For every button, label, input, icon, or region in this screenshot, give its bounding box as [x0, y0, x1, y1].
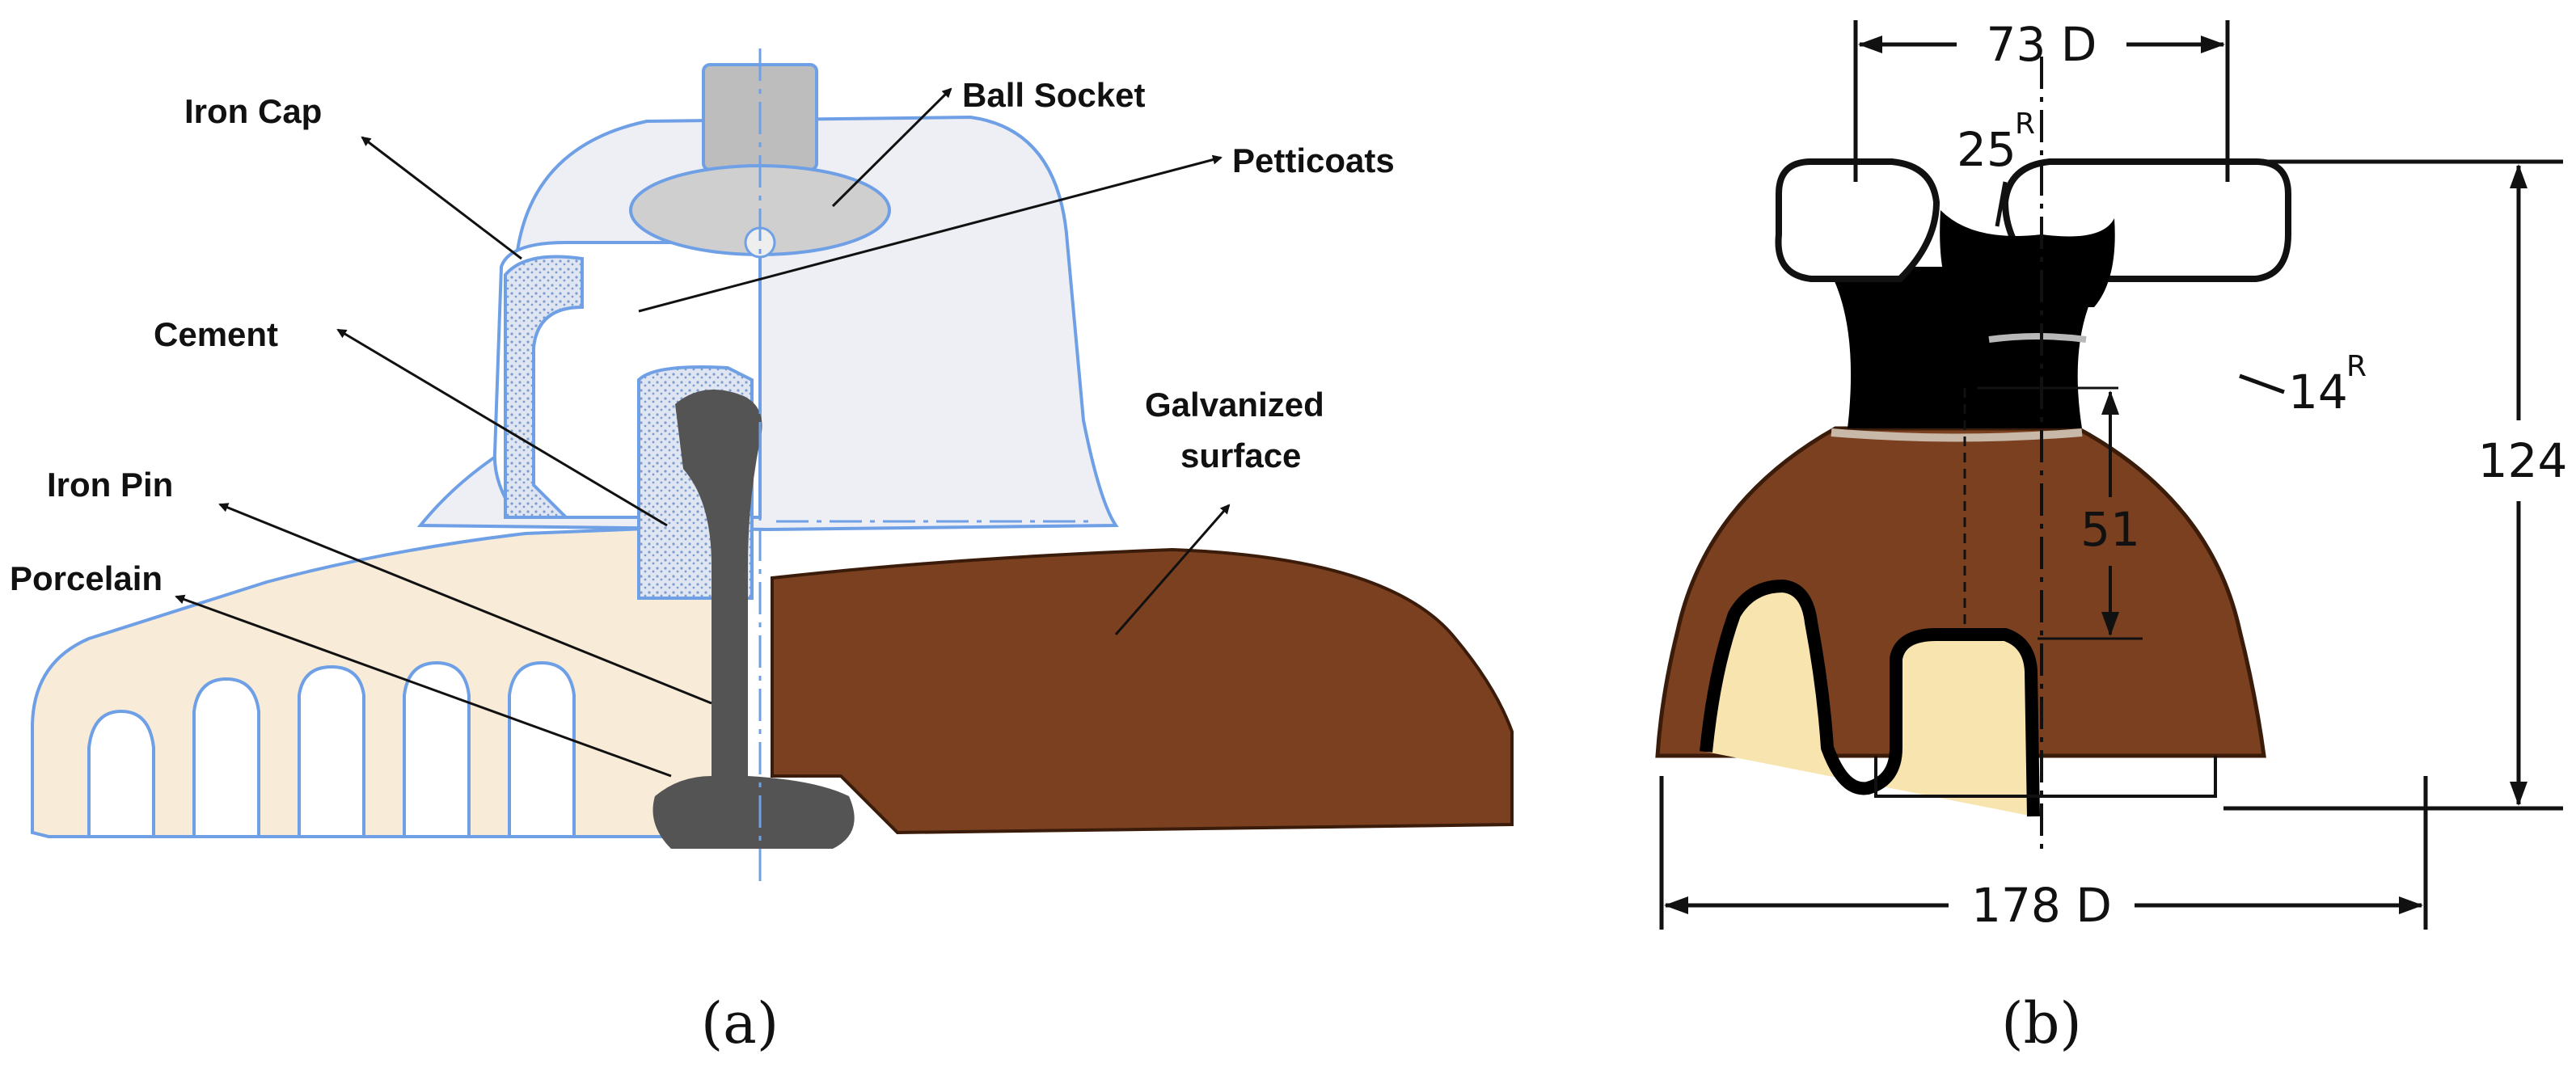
leader-petticoats	[638, 154, 1223, 313]
dim-25r-suffix: R	[2015, 108, 2035, 141]
leader-cement	[336, 328, 668, 527]
label-galvanized-2: surface	[1180, 436, 1301, 474]
label-iron-pin: Iron Pin	[47, 466, 173, 504]
caption-a: (a)	[701, 990, 779, 1056]
panel-a-leaders	[175, 87, 1231, 778]
base-tab	[1874, 756, 2217, 798]
label-cement: Cement	[154, 315, 278, 353]
dim-25r-value: 25	[1957, 122, 2016, 177]
dim-124: 124	[2478, 433, 2568, 488]
label-ball-socket: Ball Socket	[962, 76, 1145, 114]
caption-b: (b)	[2001, 990, 2081, 1056]
dim-14r-suffix: R	[2346, 350, 2367, 383]
label-petticoats: Petticoats	[1232, 141, 1395, 179]
cream-petticoat-left	[1700, 580, 2040, 817]
dim-178d: 178 D	[1971, 878, 2112, 933]
dim-73d: 73 D	[1987, 17, 2097, 72]
label-iron-cap: Iron Cap	[184, 92, 322, 130]
leader-iron-pin	[218, 503, 712, 705]
panel-b-dimensions: 73 D 25 R 14 R 124 51 178 D	[1659, 17, 2568, 933]
leader-ball-socket	[831, 87, 952, 208]
leader-galvanized	[1114, 504, 1231, 635]
socket-neck	[1940, 210, 2115, 307]
label-porcelain: Porcelain	[10, 559, 163, 597]
cement-layer	[504, 255, 584, 519]
leader-25r	[1995, 181, 2008, 227]
label-galvanized-1: Galvanized	[1145, 386, 1324, 424]
leader-iron-cap	[361, 136, 522, 260]
leader-14r	[2239, 373, 2285, 394]
panel-a-labels: Iron Cap Ball Socket Petticoats Cement G…	[10, 76, 1395, 597]
seam-bottom	[1831, 428, 2083, 442]
panel-a-cross-section	[31, 48, 1514, 889]
dim-51: 51	[2080, 502, 2140, 557]
seam-top	[1988, 333, 2087, 343]
leader-porcelain	[175, 594, 672, 778]
galvanized-surface	[771, 547, 1514, 835]
dim-14r-value: 14	[2288, 365, 2348, 420]
panel-b-insulator	[1655, 57, 2291, 857]
iron-pin	[652, 390, 855, 849]
top-ring-left	[1775, 158, 1940, 282]
